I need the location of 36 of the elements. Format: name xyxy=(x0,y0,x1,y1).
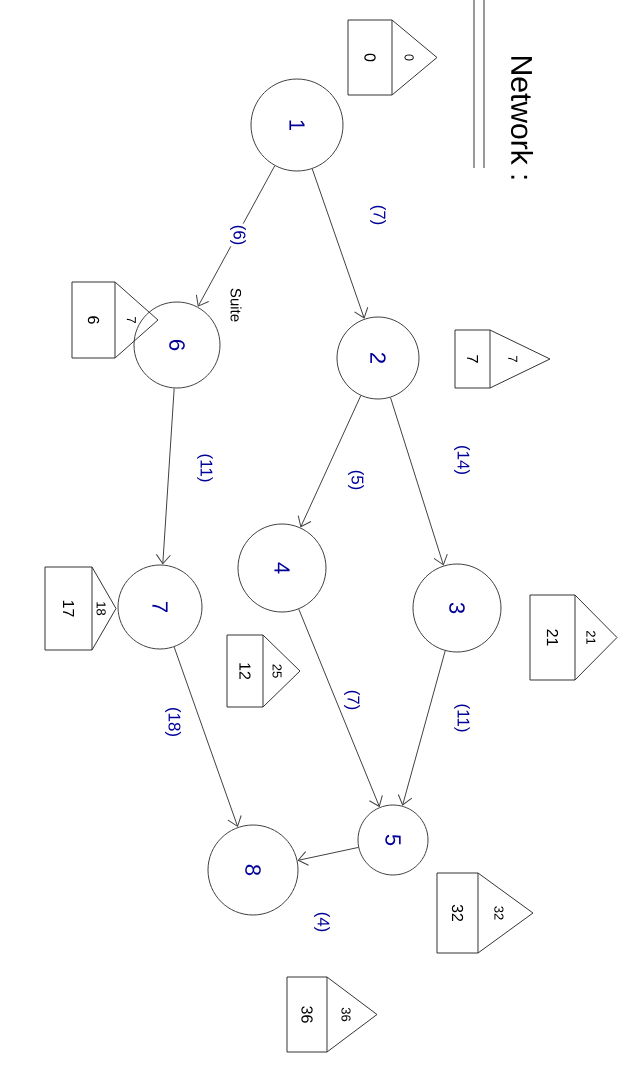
arrow xyxy=(195,165,276,307)
node-label: 0 xyxy=(404,54,414,61)
arrow xyxy=(155,387,175,565)
edge-label: (18) xyxy=(164,705,182,739)
note-text: Suite xyxy=(230,288,242,322)
edge-label: (7) xyxy=(369,203,387,227)
node-label: 36 xyxy=(341,1007,351,1022)
edge-label: (7) xyxy=(343,688,361,712)
time-box: 12 25 xyxy=(226,634,301,708)
arrow xyxy=(390,397,448,566)
node-label: 25 xyxy=(272,664,282,678)
arrow xyxy=(298,608,383,807)
time-box: 6 7 xyxy=(71,281,159,359)
edge-label: (6) xyxy=(229,223,247,247)
node-label: 7 xyxy=(126,317,136,323)
node-label: 18 xyxy=(96,602,106,616)
time-box: 36 36 xyxy=(286,976,378,1053)
edge-label: (4) xyxy=(313,910,331,934)
node-label: 32 xyxy=(494,906,504,920)
time-box: 32 32 xyxy=(436,872,534,954)
time-box: 17 18 xyxy=(44,566,117,651)
arrow xyxy=(311,168,369,319)
time-box: 0 0 xyxy=(347,19,438,96)
node-label: 21 xyxy=(586,630,596,645)
arrow xyxy=(297,846,359,866)
edge-label: (5) xyxy=(347,468,365,492)
arrow xyxy=(397,650,446,806)
time-box: 21 21 xyxy=(529,594,618,681)
edge-label: (11) xyxy=(453,702,471,734)
arrow xyxy=(297,395,362,528)
node-label: 7 xyxy=(508,356,518,362)
title: Network : xyxy=(511,57,533,179)
arrow xyxy=(173,646,242,827)
edge-label: (14) xyxy=(453,443,471,477)
time-box: 7 7 xyxy=(454,329,551,389)
edge-label: (11) xyxy=(196,452,214,484)
